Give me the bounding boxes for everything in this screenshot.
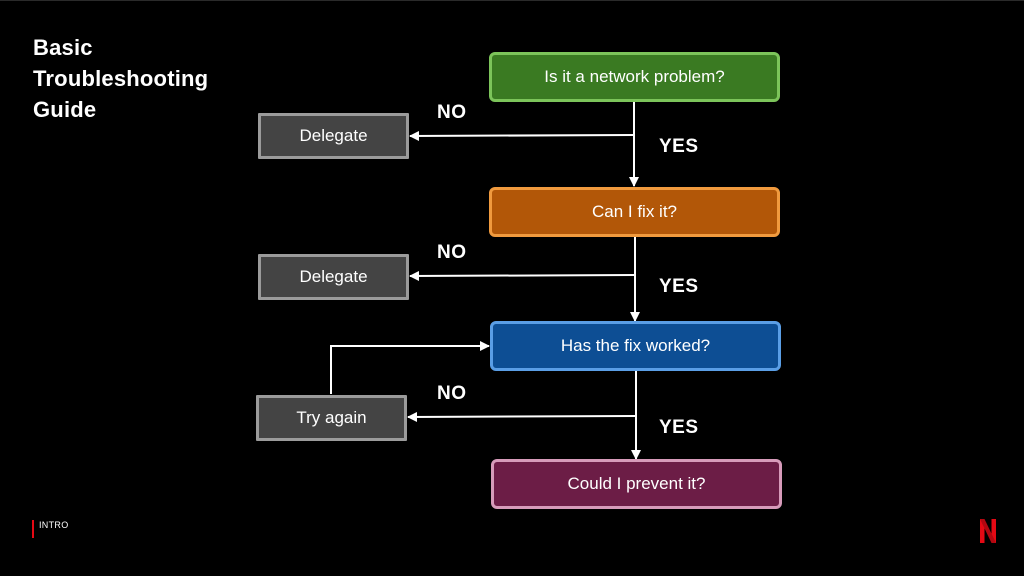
action-delegate-1-label: Delegate — [299, 126, 368, 145]
no-label-3: NO — [437, 383, 467, 404]
action-delegate-1: Delegate — [258, 113, 409, 159]
action-delegate-2-label: Delegate — [299, 267, 368, 286]
no-arrow-1 — [409, 130, 635, 141]
action-try-again: Try again — [256, 395, 407, 441]
question-can-fix: Can I fix it? — [489, 187, 780, 237]
question-can-fix-label: Can I fix it? — [591, 202, 678, 221]
footer-accent-bar — [32, 520, 34, 538]
action-try-again-label: Try again — [296, 408, 367, 427]
netflix-logo-icon — [980, 519, 996, 543]
top-divider — [0, 0, 1024, 1]
question-network-problem-label: Is it a network problem? — [544, 67, 725, 86]
question-could-prevent-label: Could I prevent it? — [567, 474, 706, 493]
question-fix-worked: Has the fix worked? — [490, 321, 781, 371]
footer-section-label: INTRO — [39, 520, 69, 530]
no-label-1: NO — [437, 102, 467, 123]
no-arrow-2 — [409, 270, 636, 281]
yes-label-3: YES — [659, 417, 699, 438]
no-label-2: NO — [437, 242, 467, 263]
question-could-prevent: Could I prevent it? — [491, 459, 782, 509]
page-title: Basic Troubleshooting Guide — [33, 35, 209, 122]
question-network-problem: Is it a network problem? — [489, 52, 780, 102]
no-arrow-3 — [407, 411, 637, 422]
action-delegate-2: Delegate — [258, 254, 409, 300]
question-fix-worked-label: Has the fix worked? — [560, 336, 711, 355]
retry-loop-arrow — [330, 341, 490, 394]
yes-label-1: YES — [659, 136, 699, 157]
yes-label-2: YES — [659, 276, 699, 297]
